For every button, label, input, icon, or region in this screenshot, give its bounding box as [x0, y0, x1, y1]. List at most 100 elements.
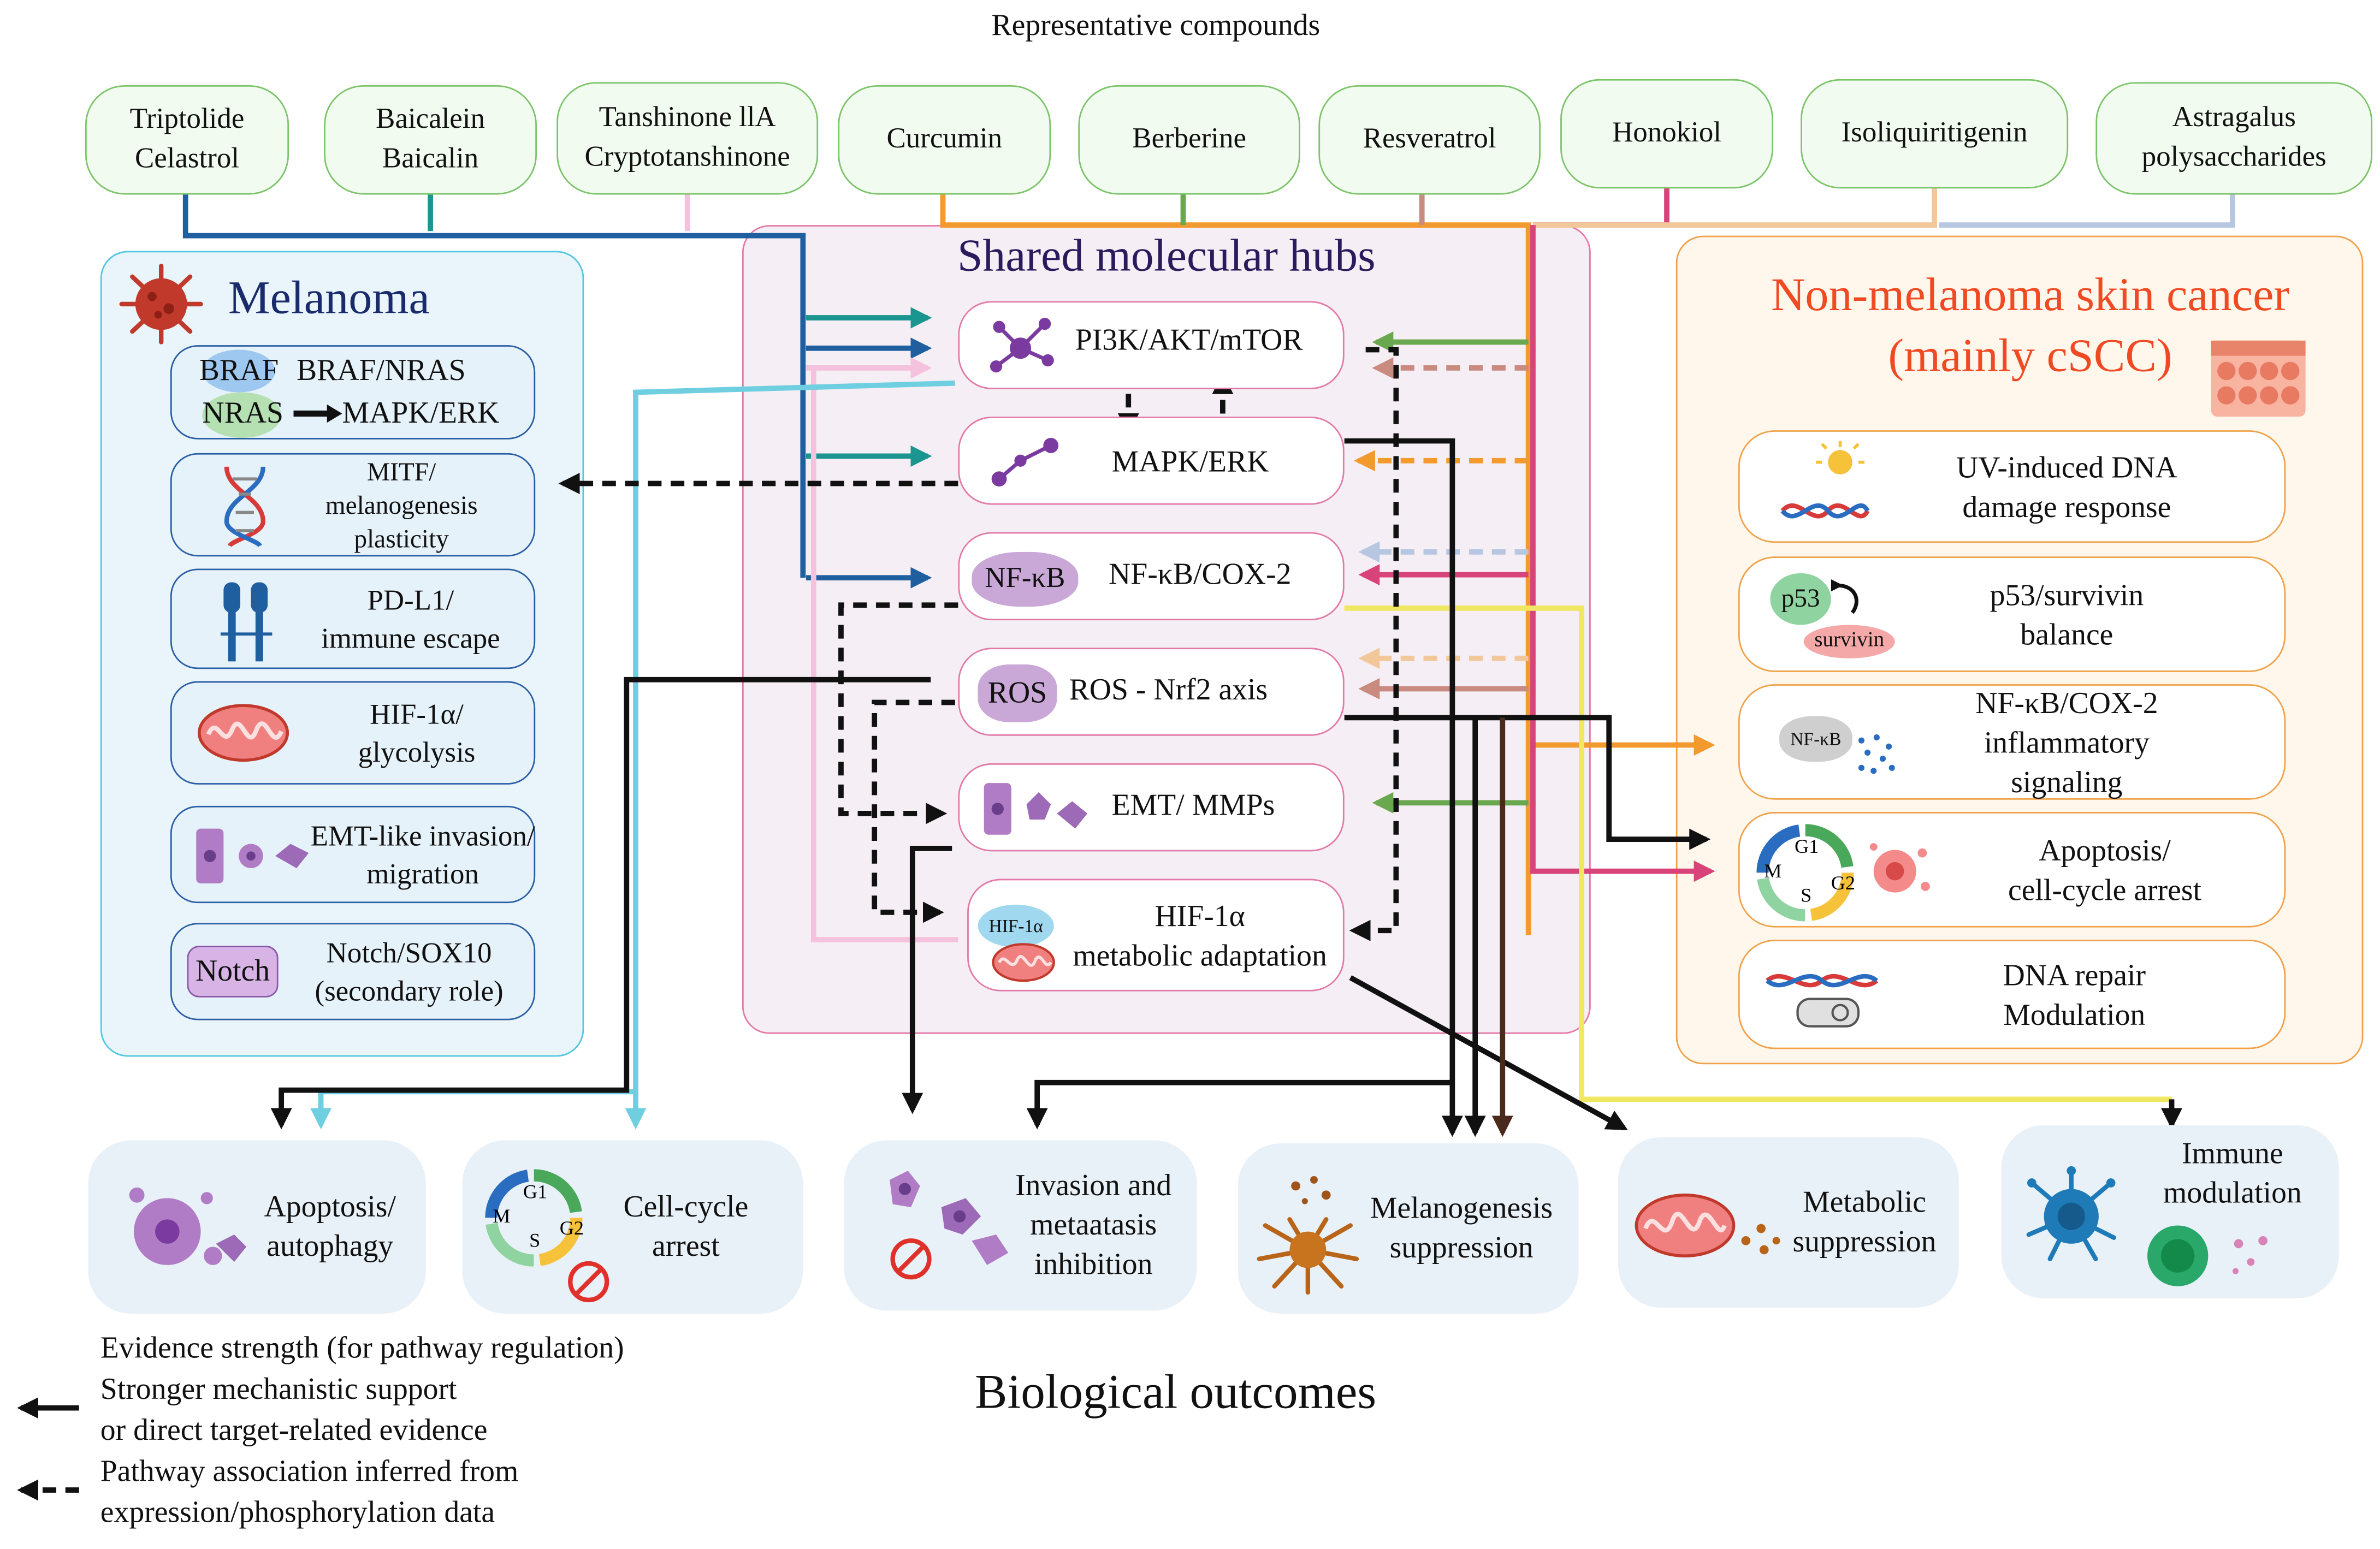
nfkb-icon: NF-κB: [972, 551, 1079, 607]
nmsc-item-nfkb-inflammatory: NF-κB NF-κB/COX-2 inflammatory signaling: [1738, 684, 2286, 800]
nmsc-subtitle: (mainly cSCC): [1888, 328, 2172, 382]
hub-label: PI3K/AKT/mTOR: [1075, 324, 1303, 358]
outcome-melanogenesis-suppression: Melanogenesis suppression: [1238, 1143, 1579, 1314]
compound-name: Isoliquiritigenin: [1841, 117, 2028, 149]
hub-mapk-erk: MAPK/ERK: [958, 417, 1345, 505]
outcome-metabolic-suppression: Metabolic suppression: [1618, 1137, 1959, 1308]
hub-hif1a: HIF-1α HIF-1α metabolic adaptation: [967, 879, 1345, 992]
melanoma-item-mitf: MITF/ melanogenesis plasticity: [170, 453, 536, 557]
phase-m: M: [493, 1205, 510, 1227]
hubs-title: Shared molecular hubs: [957, 231, 1376, 282]
braf-blob-icon: [202, 349, 276, 393]
phase-s: S: [529, 1229, 540, 1251]
outcome-label: arrest: [652, 1230, 720, 1264]
compound-berberine: Berberine: [1078, 85, 1300, 195]
dna-icon: [224, 466, 265, 548]
hub-label: EMT/ MMPs: [1111, 789, 1275, 823]
nmsc-title: Non-melanoma skin cancer: [1771, 268, 2290, 321]
melanocyte-icon: [1257, 1176, 1359, 1295]
melanoma-item-label: immune escape: [321, 623, 500, 656]
compound-name: Celastrol: [134, 143, 240, 175]
apoptotic-cell-icon: [1869, 843, 1930, 893]
p53-icon: p53: [1770, 573, 1831, 625]
outcome-label: Metabolic: [1803, 1186, 1926, 1220]
dna-repair-icon: [1766, 974, 1878, 1028]
cytokine-dots-icon: [1858, 734, 1895, 774]
phase-g2: G2: [560, 1217, 584, 1239]
legend-title: Evidence strength (for pathway regulatio…: [100, 1332, 624, 1366]
ros-icon: ROS: [978, 664, 1057, 722]
lymphocyte-icon: [2147, 1225, 2267, 1286]
compound-honokiol: Honokiol: [1560, 79, 1773, 189]
outcome-label: modulation: [2163, 1177, 2302, 1210]
nmsc-item-label: UV-induced DNA: [1956, 452, 2177, 485]
compound-triptolide-celastrol: Triptolide Celastrol: [85, 85, 289, 195]
melanoma-cell-icon: [119, 264, 203, 345]
header-title: Representative compounds: [991, 8, 1321, 42]
outcome-label: Invasion and: [1015, 1169, 1172, 1203]
nmsc-item-label: signaling: [2011, 766, 2123, 800]
hub-label: HIF-1α: [1155, 900, 1245, 934]
nmsc-item-label: NF-κB/COX-2: [1975, 687, 2158, 721]
braf-label: BRAF: [199, 354, 279, 388]
melanoma-title: Melanoma: [228, 270, 430, 324]
melanoma-item-label: PD-L1/: [367, 585, 454, 618]
compound-name: Baicalein: [376, 103, 485, 135]
melanoma-item-label: (secondary role): [315, 976, 504, 1008]
outcome-apoptosis-autophagy: Apoptosis/ autophagy: [88, 1140, 426, 1314]
outcome-invasion-metastasis: Invasion and metaatasis inhibition: [844, 1140, 1197, 1311]
nmsc-item-label: balance: [2020, 619, 2113, 652]
hub-nfkb-cox2: NF-κB NF-κB/COX-2: [958, 532, 1345, 621]
compound-curcumin: Curcumin: [838, 85, 1051, 195]
outcome-label: Melanogenesis: [1370, 1192, 1553, 1226]
mitochondrion-icon: [1635, 1193, 1780, 1257]
compound-tanshinone: Tanshinone llA Cryptotanshinone: [556, 82, 819, 195]
hub-pi3k-akt-mtor: PI3K/AKT/mTOR: [958, 301, 1345, 389]
metastasis-cell-icon: [890, 1171, 1009, 1280]
outcome-label: inhibition: [1034, 1248, 1153, 1282]
nmsc-item-label: p53/survivin: [1990, 579, 2144, 613]
arrow-right-icon: [293, 404, 342, 423]
cell-cycle-icon: G1 M S G2: [1756, 824, 1855, 922]
hub-label: ROS - Nrf2 axis: [1069, 673, 1268, 707]
outcomes-title: Biological outcomes: [975, 1363, 1377, 1418]
compound-name: Tanshinone llA: [599, 102, 776, 134]
hif1a-icon: HIF-1α: [978, 904, 1054, 947]
melanoma-item-label: MITF/: [367, 458, 436, 487]
outcome-label: suppression: [1389, 1231, 1534, 1265]
mitochondrion-icon: [198, 704, 289, 762]
outcome-immune-modulation: Immune modulation: [2001, 1125, 2339, 1299]
compound-name: Cryptotanshinone: [584, 141, 790, 174]
compound-name: Berberine: [1132, 123, 1246, 156]
melanoma-item-label: plasticity: [354, 524, 449, 554]
legend-dashed-label: Pathway association inferred from: [100, 1455, 519, 1489]
outcome-label: Cell-cycle: [623, 1190, 749, 1224]
compound-name: Resveratrol: [1363, 123, 1496, 156]
melanoma-item-label: migration: [366, 859, 479, 891]
nmsc-item-label: cell-cycle arrest: [2008, 874, 2202, 908]
outcome-label: suppression: [1792, 1225, 1937, 1259]
immune-cell-icon: [2026, 1166, 2116, 1261]
compound-astragalus: Astragalus polysaccharides: [2095, 82, 2373, 195]
nmsc-item-dna-repair: DNA repair Modulation: [1738, 939, 2286, 1049]
skin-tissue-icon: [2211, 340, 2306, 417]
melanoma-item-label: melanogenesis: [325, 491, 478, 520]
phase-g1: G1: [1795, 835, 1819, 857]
phase-s: S: [1801, 884, 1811, 906]
legend-solid-label: Stronger mechanistic support: [100, 1373, 457, 1406]
nmsc-item-p53-survivin: p53 survivin p53/survivin balance: [1738, 556, 2286, 672]
compound-baicalein-baicalin: Baicalein Baicalin: [324, 85, 537, 195]
melanoma-item-hif1a: HIF-1α/ glycolysis: [170, 681, 536, 785]
emt-cell-icon: [984, 783, 1088, 835]
melanoma-item-label: BRAF/NRAS: [297, 354, 466, 388]
nfkb-icon: NF-κB: [1779, 716, 1852, 762]
inhibition-icon: [568, 1261, 609, 1303]
nmsc-item-label: Apoptosis/: [2039, 834, 2171, 869]
cycle-arrow-icon: [1831, 579, 1858, 614]
signaling-chain-icon: [991, 437, 1059, 487]
phase-g2: G2: [1831, 872, 1855, 894]
melanoma-item-label: EMT-like invasion/: [310, 821, 535, 853]
phase-m: M: [1764, 860, 1781, 882]
compound-resveratrol: Resveratrol: [1318, 85, 1541, 195]
